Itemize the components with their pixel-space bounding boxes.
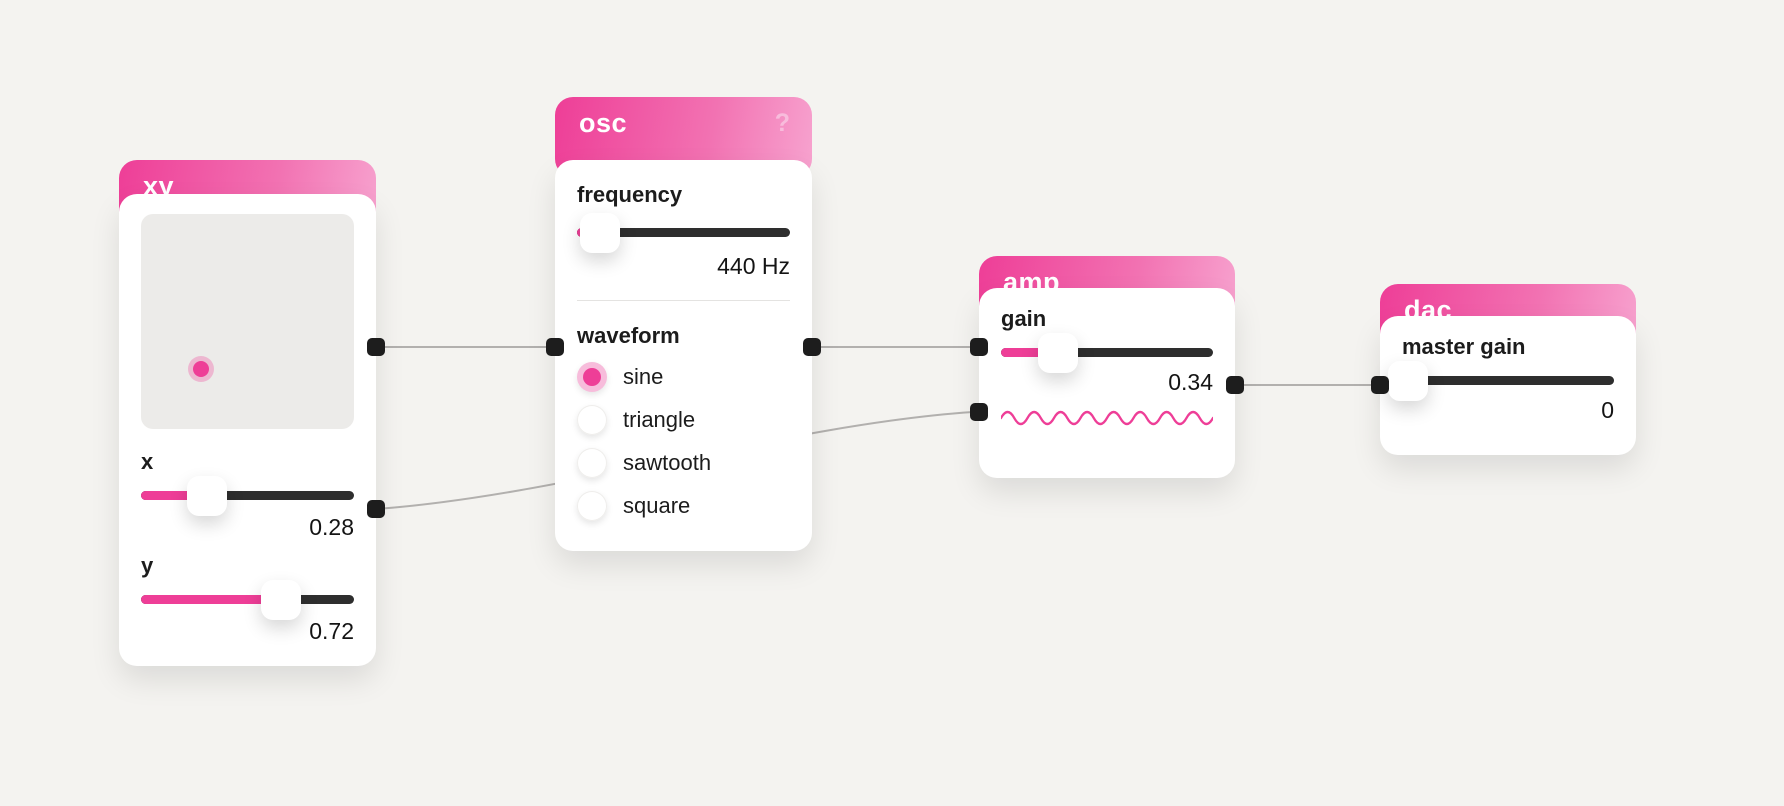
sine-waveform-display [1001, 410, 1213, 426]
gain-slider-fill [1001, 348, 1052, 357]
section-divider [577, 300, 790, 301]
xy-pad-dot[interactable] [192, 360, 209, 377]
y-slider-fill [141, 595, 276, 604]
radio-triangle-icon[interactable] [577, 405, 607, 435]
y-label: y [141, 553, 154, 578]
waveform-option-triangle[interactable]: triangle [577, 405, 790, 435]
amp-output-port[interactable] [1226, 376, 1244, 394]
x-value: 0.28 [309, 514, 354, 540]
waveform-option-square[interactable]: square [577, 491, 790, 521]
node-osc[interactable]: osc ? frequency 440 Hz waveform sine tri… [546, 97, 821, 551]
waveform-option-label: sawtooth [623, 450, 712, 475]
gain-slider[interactable] [1001, 332, 1213, 373]
frequency-slider-thumb[interactable] [580, 212, 621, 253]
node-amp[interactable]: amp gain 0.34 [970, 256, 1244, 478]
master-gain-label: master gain [1402, 334, 1526, 359]
osc-output-port[interactable] [803, 338, 821, 356]
waveform-option-label: triangle [623, 407, 696, 432]
dac-input-port[interactable] [1371, 376, 1389, 394]
radio-square-icon[interactable] [577, 491, 607, 521]
x-slider[interactable] [141, 475, 354, 516]
gain-label: gain [1001, 306, 1047, 331]
master-gain-slider-thumb[interactable] [1388, 360, 1428, 401]
xy-output-port-x[interactable] [367, 338, 385, 356]
waveform-option-sawtooth[interactable]: sawtooth [577, 448, 790, 478]
x-label: x [141, 449, 154, 474]
gain-value: 0.34 [1168, 369, 1213, 395]
master-gain-value: 0 [1601, 397, 1614, 423]
dac-node-body: master gain 0 [1380, 316, 1636, 455]
gain-slider-thumb[interactable] [1037, 332, 1078, 373]
waveform-label: waveform [577, 323, 680, 348]
y-value: 0.72 [309, 618, 354, 644]
master-gain-slider[interactable] [1388, 360, 1614, 401]
osc-node-title: osc [579, 108, 628, 138]
radio-sawtooth-icon[interactable] [577, 448, 607, 478]
osc-input-port[interactable] [546, 338, 564, 356]
amp-input-port-gain[interactable] [970, 403, 988, 421]
y-slider-thumb[interactable] [261, 579, 302, 620]
frequency-label: frequency [577, 182, 683, 207]
xy-output-port-y[interactable] [367, 500, 385, 518]
x-slider-thumb[interactable] [186, 475, 227, 516]
node-xy[interactable]: x y x 0.28 y 0.72 [119, 160, 385, 666]
y-slider[interactable] [141, 579, 354, 620]
frequency-slider[interactable] [577, 212, 790, 253]
radio-sine-icon[interactable] [577, 362, 607, 392]
amp-node-body: gain 0.34 [979, 288, 1235, 478]
waveform-option-label: square [623, 493, 691, 518]
frequency-value: 440 Hz [717, 253, 790, 279]
osc-node-body: frequency 440 Hz waveform sine triangle … [555, 160, 812, 551]
help-icon[interactable]: ? [774, 109, 790, 137]
node-dac[interactable]: dac master gain 0 [1371, 284, 1636, 455]
waveform-option-sine[interactable]: sine [577, 362, 790, 392]
xy-node-body: x 0.28 y 0.72 [119, 194, 376, 666]
amp-input-port-signal[interactable] [970, 338, 988, 356]
waveform-option-label: sine [623, 364, 664, 389]
x-slider-fill [141, 491, 201, 500]
xy-pad[interactable] [141, 214, 354, 429]
